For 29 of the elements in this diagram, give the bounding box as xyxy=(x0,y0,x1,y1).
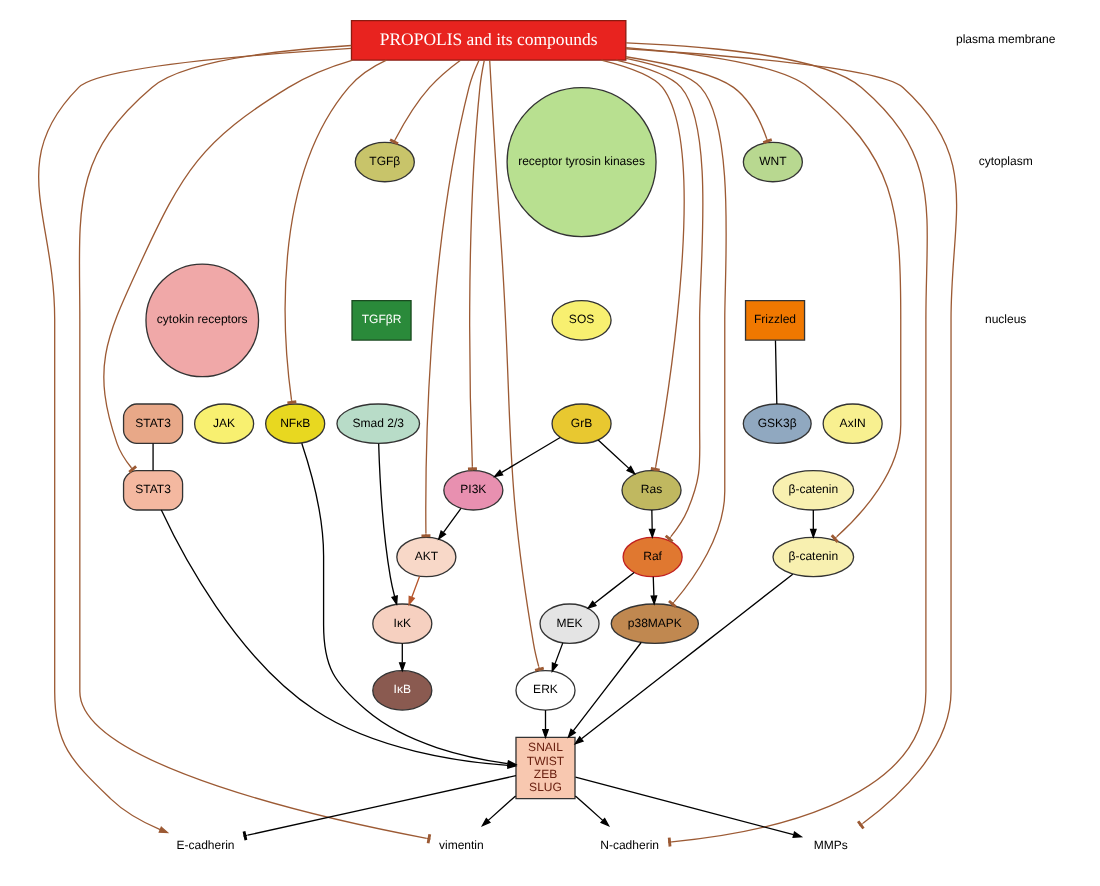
arrow xyxy=(585,571,634,610)
arrow xyxy=(397,642,405,673)
arrow xyxy=(377,442,397,606)
connector xyxy=(624,56,772,144)
connector xyxy=(388,59,461,146)
arrow xyxy=(566,641,641,739)
connector xyxy=(241,775,516,841)
connector xyxy=(488,59,544,672)
arrow xyxy=(573,776,803,839)
connector xyxy=(151,442,153,472)
connector xyxy=(624,57,726,608)
connector xyxy=(102,59,353,474)
arrow xyxy=(540,709,549,740)
connector xyxy=(624,46,901,543)
arrow xyxy=(596,439,636,475)
connector xyxy=(614,59,703,543)
arrow xyxy=(647,509,655,540)
arrow xyxy=(649,576,657,606)
arrow xyxy=(550,642,563,673)
arrow xyxy=(37,47,351,834)
arrow xyxy=(573,795,610,827)
arrow xyxy=(492,436,560,478)
connector xyxy=(773,339,777,405)
arrow xyxy=(808,509,816,540)
arrow xyxy=(407,575,420,607)
node-box: PROPOLIS and its compounds xyxy=(349,20,626,61)
arrow xyxy=(479,795,516,827)
arrow xyxy=(436,507,461,541)
arrow xyxy=(572,573,793,745)
